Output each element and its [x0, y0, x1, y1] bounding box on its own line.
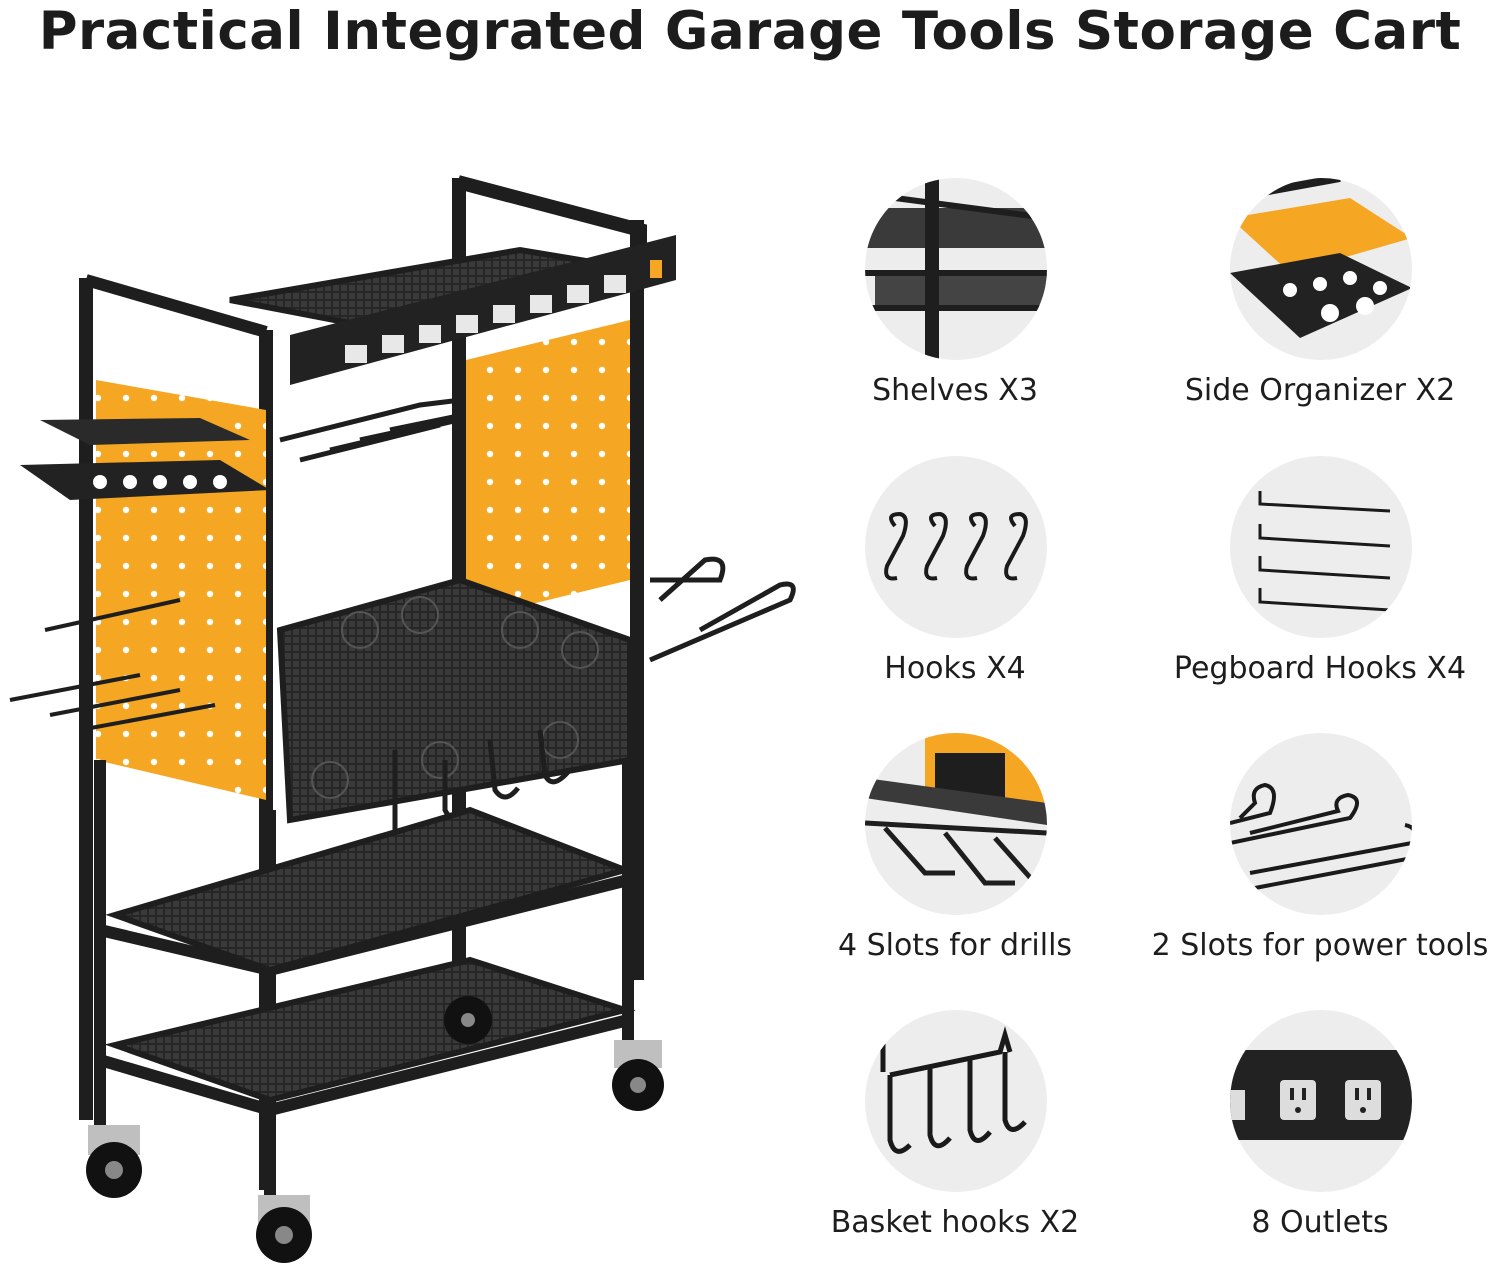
side-organizer-icon — [1230, 178, 1412, 360]
outlets-icon — [1230, 1010, 1412, 1192]
feature-label: 4 Slots for drills — [837, 928, 1073, 963]
feature-label: Basket hooks X2 — [830, 1205, 1080, 1240]
page-title: Practical Integrated Garage Tools Storag… — [38, 1, 1462, 62]
pegboard-hooks-icon — [1230, 456, 1412, 638]
drill-slots-icon — [865, 733, 1047, 915]
feature-label: Shelves X3 — [872, 373, 1038, 408]
feature-basket-hooks: Basket hooks X2 — [775, 1010, 1135, 1270]
feature-outlets: 8 Outlets — [1140, 1010, 1500, 1270]
feature-side-organizer: Side Organizer X2 — [1140, 178, 1500, 438]
feature-label: Side Organizer X2 — [1184, 373, 1456, 408]
hooks-icon — [865, 456, 1047, 638]
feature-label: Pegboard Hooks X4 — [1173, 651, 1467, 686]
feature-label: 8 Outlets — [1251, 1205, 1389, 1240]
shelves-icon — [865, 178, 1047, 360]
storage-cart-image — [0, 160, 820, 1267]
feature-hooks: Hooks X4 — [775, 456, 1135, 716]
feature-shelves: Shelves X3 — [775, 178, 1135, 438]
power-tool-slots-icon — [1230, 733, 1412, 915]
feature-power-tool-slots: 2 Slots for power tools — [1140, 733, 1500, 993]
feature-drill-slots: 4 Slots for drills — [775, 733, 1135, 993]
feature-pegboard-hooks: Pegboard Hooks X4 — [1140, 456, 1500, 716]
feature-label: 2 Slots for power tools — [1151, 928, 1489, 963]
basket-hooks-icon — [865, 1010, 1047, 1192]
feature-label: Hooks X4 — [884, 651, 1026, 686]
